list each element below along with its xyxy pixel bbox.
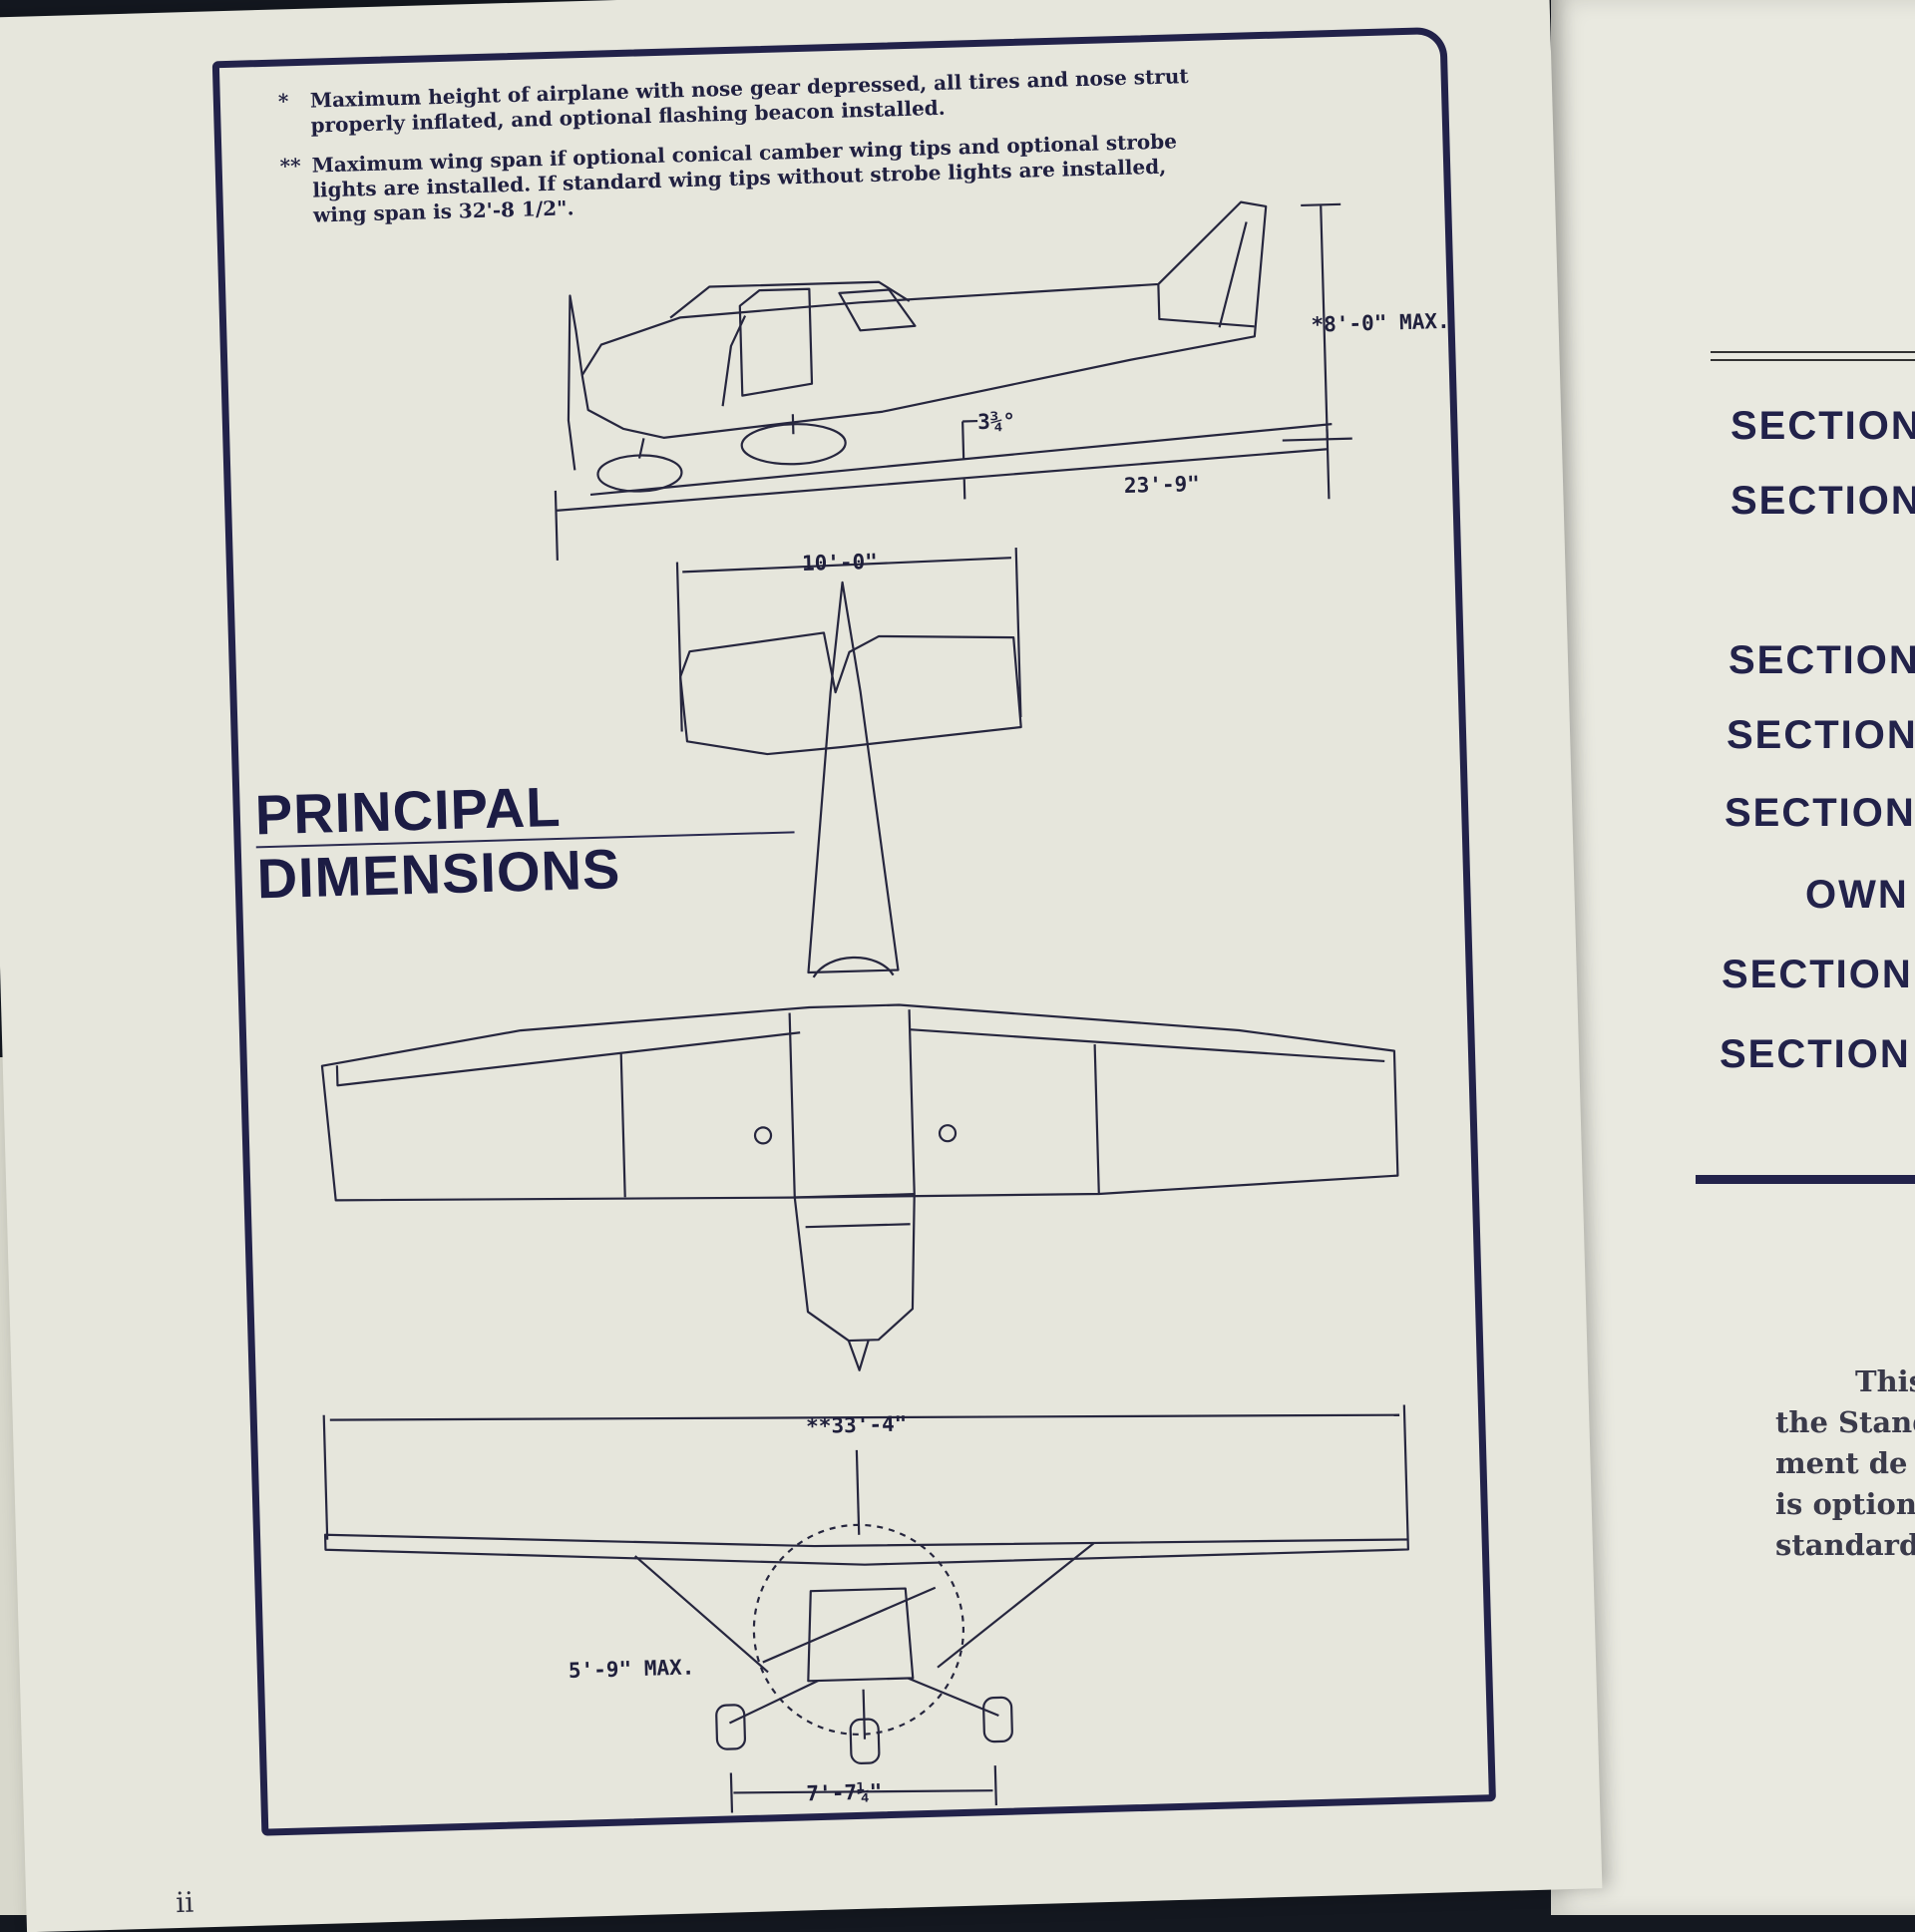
engine-front	[807, 1587, 915, 1683]
track-dimension-line	[729, 1765, 997, 1813]
wing-strut	[721, 315, 747, 407]
cabin-door	[738, 287, 814, 397]
toc-item-section: SECTION	[1720, 1032, 1911, 1076]
aileron-hatching-edge	[335, 1028, 1385, 1087]
left-wheel	[715, 1704, 747, 1750]
horizontal-stabilizer	[679, 631, 1022, 756]
para-line: the Stand	[1775, 1405, 1915, 1439]
propeller-arc	[752, 1523, 965, 1736]
toc-item-section: SECTION	[1728, 638, 1915, 682]
tail-boom	[807, 580, 900, 974]
double-rule-top	[1711, 351, 1915, 353]
prop-height-line	[762, 1586, 937, 1664]
para-line: ment de	[1775, 1446, 1908, 1480]
stabilizer-dimension-extents	[675, 548, 1022, 732]
front-wing	[323, 1533, 1409, 1566]
windshield-line	[805, 1223, 911, 1229]
aircraft-drawing: *8'-0" MAX. 3¾° 23'-9" 10'-0" **33'-4" 5…	[320, 200, 1450, 1813]
fuel-cap-left	[753, 1126, 773, 1145]
para-line: This	[1855, 1364, 1915, 1398]
fuselage-outline	[580, 200, 1268, 439]
right-page	[1551, 0, 1915, 1915]
spinner	[847, 1340, 870, 1371]
double-rule-bottom	[1711, 359, 1915, 361]
intro-paragraph: This the Stand ment de is option standar…	[1775, 1361, 1915, 1566]
fuel-cap-right	[938, 1124, 958, 1143]
cabin-roof	[669, 280, 911, 319]
right-wheel	[982, 1696, 1013, 1743]
page-number: ii	[175, 1885, 194, 1920]
toc-item-section: SECTION	[1730, 404, 1915, 448]
toc-item-section: SECTION	[1724, 791, 1915, 835]
height-label: *8'-0" MAX.	[1311, 309, 1450, 337]
title-line: DIMENSIONS	[255, 837, 622, 911]
landing-gear-front	[728, 1677, 999, 1739]
ground-line	[589, 423, 1333, 497]
stabilizer-dimension-line	[682, 557, 1012, 574]
toc-item-section: SECTION	[1730, 479, 1915, 523]
front-view	[322, 1404, 1409, 1813]
length-label: 23'-9"	[1124, 472, 1200, 498]
wingspan-dimension-line	[329, 1413, 1400, 1421]
toc-item-owners: OWN	[1805, 873, 1909, 917]
para-line: is option	[1775, 1487, 1915, 1521]
length-dimension-line	[554, 429, 1331, 561]
rudder-line	[1218, 221, 1248, 328]
nose-wheel-front	[849, 1718, 881, 1764]
wheel-track-label: 7'-7¼"	[806, 1779, 882, 1805]
wingspan-label: **33'-4"	[806, 1411, 908, 1438]
main-wing	[320, 1003, 1399, 1202]
antenna	[855, 1449, 861, 1535]
prop-height-label: 5'-9" MAX.	[569, 1655, 695, 1683]
stabilizer-span-label: 10'-0"	[802, 550, 878, 576]
title-line: PRINCIPAL	[253, 774, 563, 847]
toc-item-section: SECTION	[1722, 953, 1913, 996]
para-line: standard	[1775, 1528, 1915, 1562]
cabin-top	[812, 956, 895, 978]
thick-rule	[1696, 1175, 1915, 1184]
wingspan-extents	[322, 1404, 1409, 1540]
left-page: * Maximum height of airplane with nose g…	[0, 0, 1603, 1932]
stabilizer	[1157, 283, 1255, 328]
rear-window	[838, 288, 917, 332]
angle-dimension-line	[961, 419, 978, 500]
wing-panel-lines	[619, 1009, 1100, 1198]
top-view	[320, 548, 1399, 1371]
height-dimension-line	[1282, 202, 1352, 442]
side-view	[554, 200, 1352, 561]
wing-struts-front	[634, 1542, 1095, 1674]
gear-legs	[637, 414, 795, 459]
angle-label: 3¾°	[977, 409, 1016, 434]
toc-item-section: SECTION	[1726, 713, 1915, 757]
engine-cowling	[793, 1193, 916, 1343]
propeller	[567, 294, 583, 471]
